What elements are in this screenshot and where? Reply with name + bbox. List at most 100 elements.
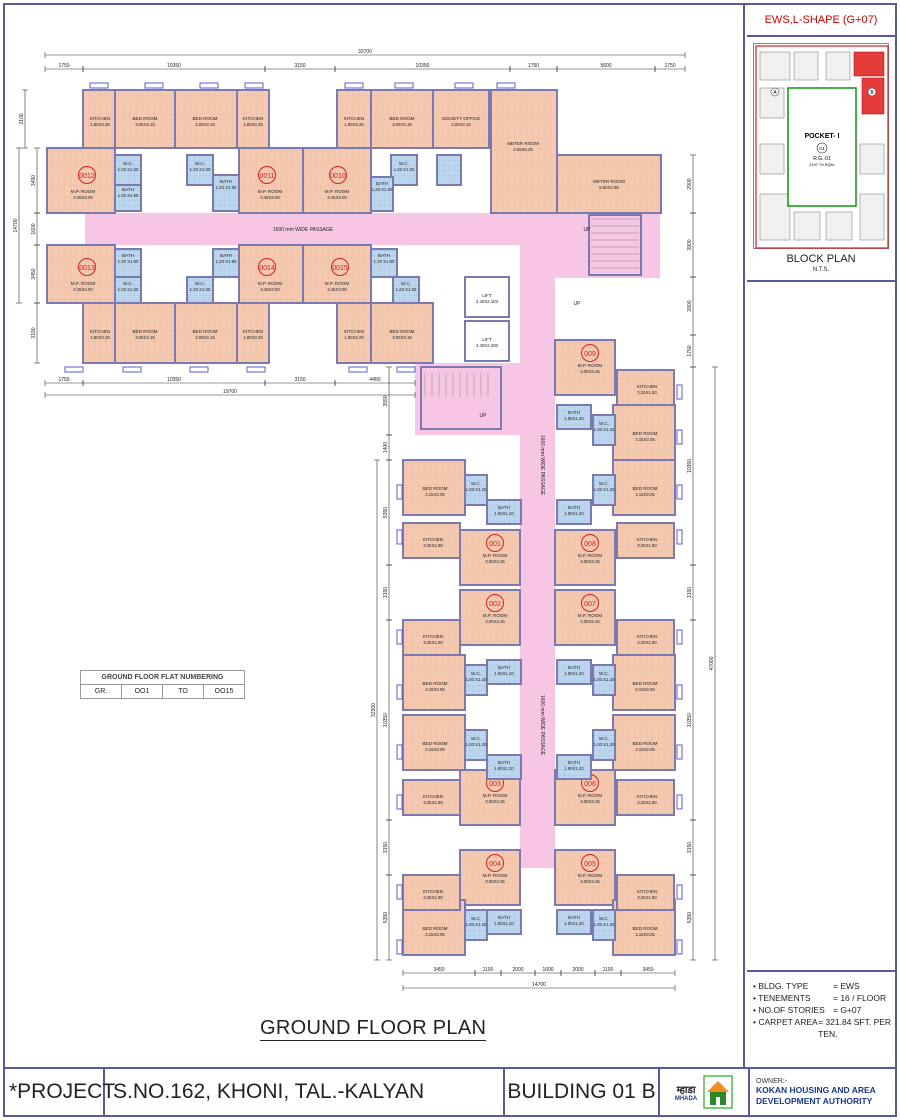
bed-room-label: BED ROOM	[422, 681, 447, 686]
wc-label-size: 1.00 X1.20	[594, 922, 615, 927]
bed-room-label-size: 3.05X3.15	[195, 335, 215, 340]
bath-label-size: 1.90X1.20	[564, 766, 584, 771]
bed-room-label: BED ROOM	[389, 116, 414, 121]
info-sidebar: EWS,L-SHAPE (G+07) POCKET- I C1 R.G.-01 …	[747, 5, 895, 1067]
owner-name-line2: DEVELOPMENT AUTHORITY	[756, 1095, 873, 1106]
society-office	[432, 89, 490, 149]
kitchen-label: KITCHEN	[637, 537, 657, 542]
flat-number: 0014	[259, 265, 275, 272]
bath	[556, 754, 592, 780]
kitchen	[402, 874, 461, 911]
window	[676, 884, 683, 900]
flat-number: 0015	[332, 265, 348, 272]
block-plan-box: POCKET- I C1 R.G.-01 2197.79 SQM. A B	[753, 43, 889, 249]
bed-room-label: BED ROOM	[632, 431, 657, 436]
window	[676, 384, 683, 400]
kitchen	[616, 522, 675, 559]
wc	[186, 276, 214, 304]
bath-label: BATH	[568, 915, 580, 920]
mp-room-label: M.P. ROOM	[325, 189, 350, 194]
kitchen-label: KITCHEN	[243, 116, 263, 121]
kitchen-label-size: 3.25X1.80	[637, 390, 657, 395]
bed-room-label-size: 3.15X3.05	[425, 492, 445, 497]
flat-number: 007	[584, 601, 596, 608]
lift-label: LIFT	[482, 293, 492, 298]
wc	[464, 474, 488, 506]
bath-label-size: 1.20 X1.90	[374, 259, 395, 264]
mp-room	[46, 244, 116, 304]
dimension-text: 1100	[483, 967, 494, 973]
bed-room-label: BED ROOM	[632, 741, 657, 746]
wc-label: W.C.	[599, 916, 609, 921]
flat-number: 001	[489, 541, 501, 548]
mp-room-label: M.P. ROOM	[483, 793, 508, 798]
bath	[556, 659, 592, 685]
mp-room	[554, 529, 616, 586]
window	[89, 82, 109, 89]
bath	[556, 499, 592, 525]
dimension-text: 10350	[167, 377, 181, 383]
mp-room-label: M.P. ROOM	[483, 613, 508, 618]
kitchen-label-size: 1.80X3.25	[243, 122, 263, 127]
bed-room-label: BED ROOM	[632, 486, 657, 491]
mp-room-label: M.P. ROOM	[483, 553, 508, 558]
mp-room	[554, 589, 616, 646]
flat-number-circle	[486, 594, 504, 612]
numbering-cell: TO	[163, 685, 204, 698]
dimension-text: 1600	[542, 967, 553, 973]
bath	[486, 499, 522, 525]
window	[496, 82, 516, 89]
bed-room-label-size: 3.15X3.05	[635, 687, 655, 692]
mp-room	[459, 589, 521, 646]
bed-room	[114, 302, 176, 364]
staircase	[420, 366, 502, 430]
rg-area: 2197.79 SQM.	[809, 162, 835, 167]
kitchen-label: KITCHEN	[344, 329, 364, 334]
bath-label: BATH	[568, 760, 580, 765]
mp-room-label-size: 3.45X3.00	[327, 287, 347, 292]
dimension-text: 1750	[664, 63, 675, 69]
mp-room-label: M.P. ROOM	[578, 873, 603, 878]
window	[676, 684, 683, 700]
bed-room-label-size: 3.15X3.05	[635, 437, 655, 442]
kitchen-label: KITCHEN	[90, 329, 110, 334]
bed-room-label: BED ROOM	[192, 116, 217, 121]
dimension-text: 1750	[687, 345, 693, 356]
passage-label: 1600 mm WIDE PASSAGE	[539, 695, 545, 756]
mp-room-label-size: 3.00X3.45	[580, 799, 600, 804]
kitchen	[616, 619, 675, 656]
kitchen-label-size: 1.80X3.25	[243, 335, 263, 340]
dimension-text: 3150	[383, 587, 389, 598]
flat-number-circle	[581, 344, 599, 362]
dimension-text: 2000	[512, 967, 523, 973]
mp-room-label-size: 3.45X3.00	[260, 287, 280, 292]
flat-number-circle	[581, 854, 599, 872]
dimension-text: 1600	[31, 223, 37, 234]
wc-label-size: 1.00 X1.20	[466, 487, 487, 492]
bath-label-size: 1.90X1.20	[494, 511, 514, 516]
bed-room-label: BED ROOM	[132, 329, 157, 334]
flat-number: 002	[489, 601, 501, 608]
bath-label-size: 1.20 X1.90	[372, 187, 393, 192]
stair-up-label: UP	[574, 301, 582, 307]
kitchen-label: KITCHEN	[637, 634, 657, 639]
wc	[592, 909, 616, 941]
kitchen-label: KITCHEN	[637, 889, 657, 894]
lift-label: LIFT	[482, 337, 492, 342]
wc	[186, 154, 214, 186]
wc-label: W.C.	[599, 736, 609, 741]
kitchen-label-size: 3.25X1.80	[637, 543, 657, 548]
mp-room-label-size: 3.45X3.00	[73, 195, 93, 200]
window	[348, 366, 368, 373]
kitchen	[402, 779, 461, 816]
bed-room	[402, 459, 466, 516]
wc-label-size: 1.20 X1.00	[118, 167, 139, 172]
flat-number-circle	[331, 258, 349, 276]
window	[64, 366, 84, 373]
dimension-left-total: 14700	[13, 218, 19, 232]
window	[344, 82, 364, 89]
window	[396, 366, 416, 373]
window	[396, 794, 403, 810]
window	[396, 484, 403, 500]
